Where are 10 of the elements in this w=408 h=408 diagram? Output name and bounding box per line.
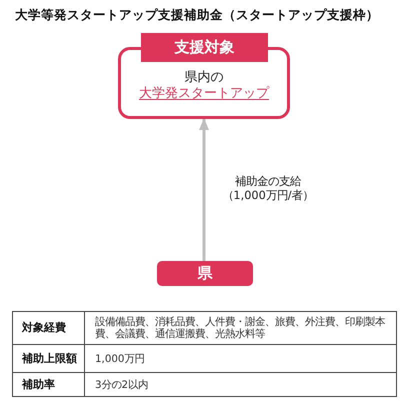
row-header-cell: 対象経費 [12, 311, 85, 345]
table-cell: 設備備品費、消耗品費、人件費・謝金、旅費、外注費、印刷製本費、会議費、通信運搬費、光熱水料等 [84, 311, 397, 345]
filled-box: 県 [157, 261, 253, 286]
arrow [199, 118, 209, 261]
heading-band: 支援対象 [141, 33, 268, 62]
row-header-cell: 補助率 [12, 372, 85, 397]
title: 大学等発スタートアップ支援補助金（スタートアップ支援枠） [15, 7, 379, 23]
table-cell: 3分の2以内 [84, 372, 397, 397]
body-text: 県内の [184, 70, 224, 85]
link: 大学発スタートアップ [139, 86, 269, 101]
